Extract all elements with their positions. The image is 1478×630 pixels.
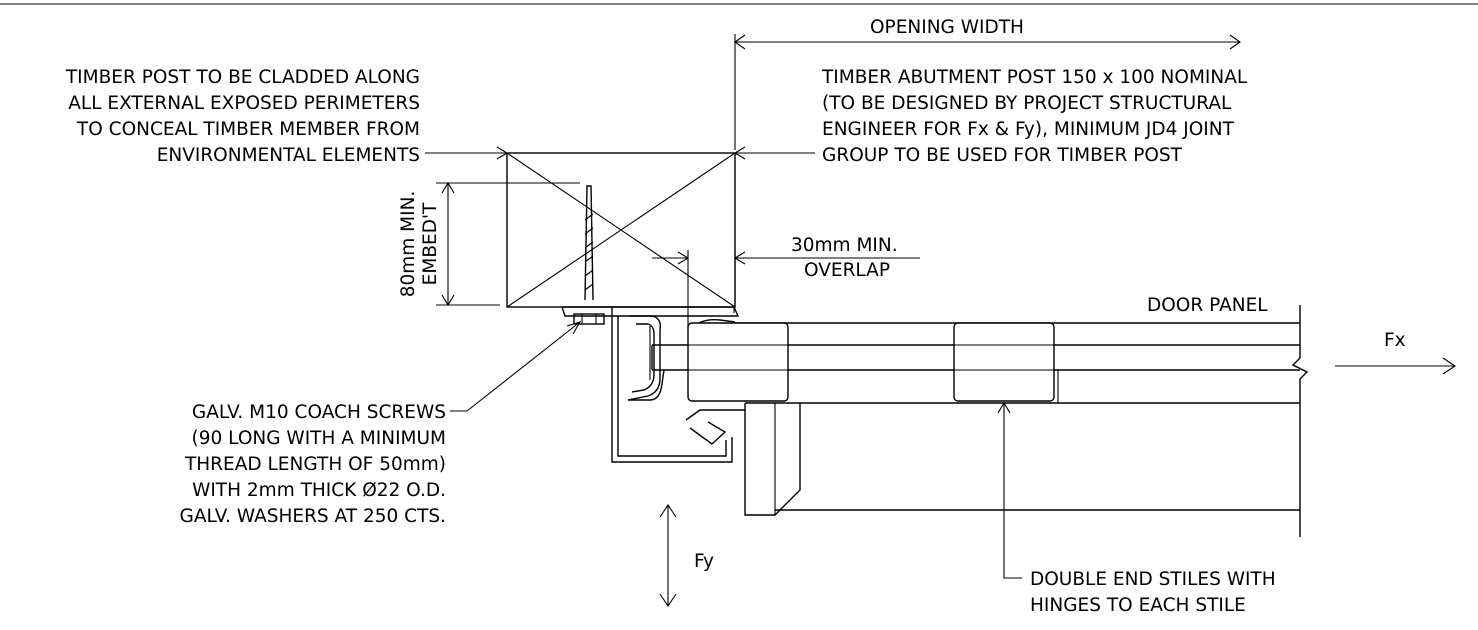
overlap-label-line-1: 30mm MIN. — [791, 235, 898, 256]
abutment-note-line-4: GROUP TO BE USED FOR TIMBER POST — [822, 145, 1183, 166]
abutment-note-line-2: (TO BE DESIGNED BY PROJECT STRUCTURAL — [822, 93, 1232, 114]
overlap-label-line-2: OVERLAP — [804, 260, 890, 281]
angle-bracket — [561, 306, 740, 463]
embed-label-line-1: 80mm MIN. — [398, 191, 419, 298]
stiles-note: DOUBLE END STILES WITH HINGES TO EACH ST… — [997, 401, 1276, 616]
clad-note-line-4: ENVIRONMENTAL ELEMENTS — [157, 145, 420, 166]
end-stiles — [687, 322, 1059, 516]
abutment-note-line-3: ENGINEER FOR Fx & Fy), MINIMUM JD4 JOINT — [822, 119, 1235, 140]
embed-dimension: 80mm MIN. EMBED'T — [398, 181, 580, 307]
coach-screw-line-3: THREAD LENGTH OF 50mm) — [184, 454, 446, 475]
clad-note-line-2: ALL EXTERNAL EXPOSED PERIMETERS — [68, 93, 420, 114]
opening-width-label: OPENING WIDTH — [870, 17, 1024, 38]
timber-post — [506, 152, 736, 308]
fy-arrow: Fy — [659, 504, 714, 607]
opening-width-dimension: OPENING WIDTH — [734, 17, 1241, 150]
embed-label-line-2: EMBED'T — [420, 202, 441, 285]
coach-screw-note: GALV. M10 COACH SCREWS (90 LONG WITH A M… — [180, 321, 582, 527]
clad-note-line-3: TO CONCEAL TIMBER MEMBER FROM — [76, 119, 420, 140]
door-panel-label: DOOR PANEL — [1147, 295, 1268, 316]
fy-label: Fy — [694, 551, 714, 572]
stiles-line-1: DOUBLE END STILES WITH — [1030, 569, 1276, 590]
overlap-dimension: 30mm MIN. OVERLAP — [652, 235, 920, 330]
coach-screw-line-1: GALV. M10 COACH SCREWS — [192, 402, 446, 423]
stiles-line-2: HINGES TO EACH STILE — [1030, 595, 1246, 616]
coach-screw — [573, 185, 605, 325]
fx-label: Fx — [1384, 330, 1406, 351]
timber-abutment-note: TIMBER ABUTMENT POST 150 x 100 NOMINAL (… — [821, 67, 1248, 166]
timber-post-leaders — [425, 146, 815, 160]
abutment-note-line-1: TIMBER ABUTMENT POST 150 x 100 NOMINAL — [821, 67, 1248, 88]
timber-post-clad-note: TIMBER POST TO BE CLADDED ALONG ALL EXTE… — [65, 67, 420, 166]
clad-note-line-1: TIMBER POST TO BE CLADDED ALONG — [65, 67, 420, 88]
coach-screw-line-2: (90 LONG WITH A MINIMUM — [192, 428, 446, 449]
coach-screw-line-4: WITH 2mm THICK Ø22 O.D. — [192, 480, 446, 501]
fx-arrow: Fx — [1335, 330, 1456, 375]
coach-screw-line-5: GALV. WASHERS AT 250 CTS. — [180, 506, 447, 527]
